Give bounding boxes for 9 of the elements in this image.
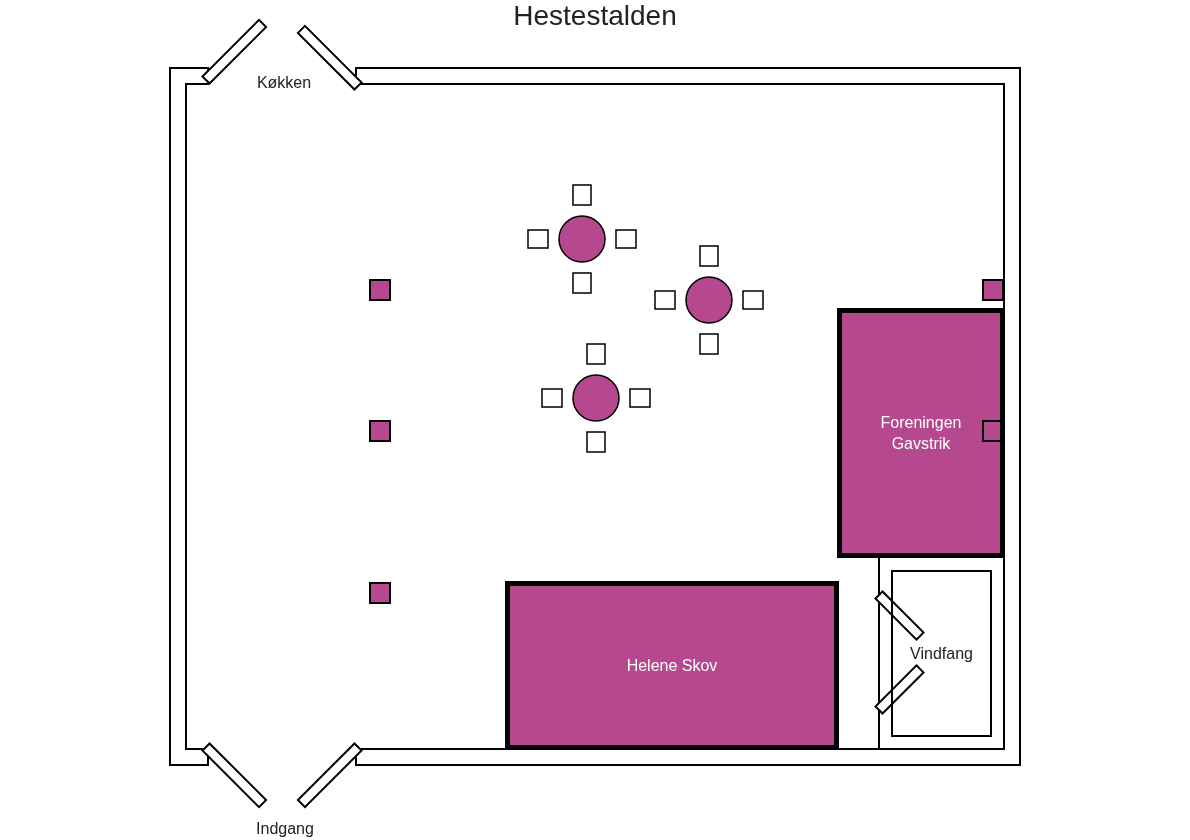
booth-name: Foreningen Gavstrik bbox=[879, 413, 963, 454]
booth-name: Helene Skov bbox=[626, 656, 718, 676]
vestibule-room bbox=[891, 570, 992, 737]
exhibitor-booth bbox=[837, 308, 1005, 558]
room-label: Køkken bbox=[256, 74, 312, 92]
plan-title: Hestestalden bbox=[512, 0, 678, 32]
entrance-label: Indgang bbox=[256, 820, 314, 838]
exhibitor-booth bbox=[505, 581, 839, 750]
booth-name: Vindfang bbox=[910, 644, 973, 664]
